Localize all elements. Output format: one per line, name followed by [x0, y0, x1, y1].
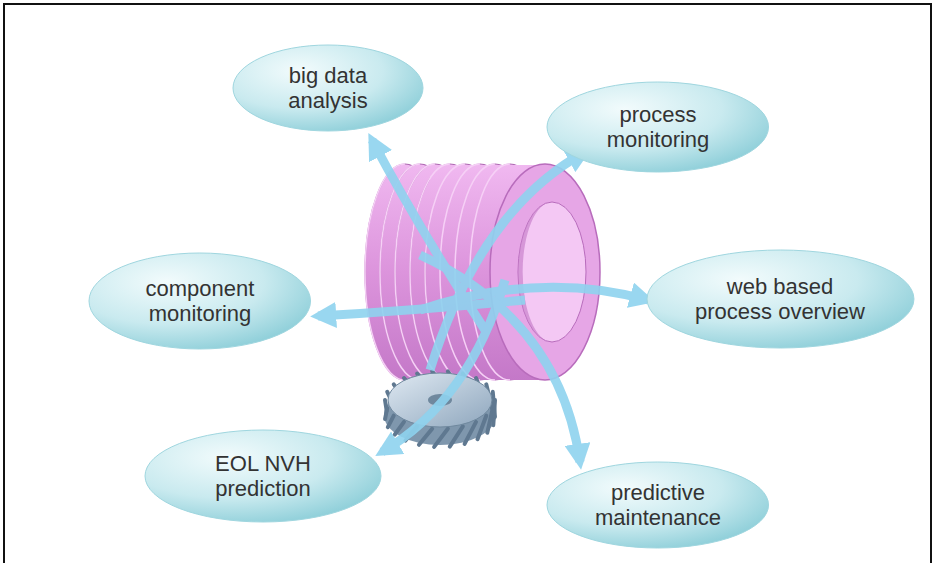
node-label: predictive maintenance [588, 480, 728, 531]
text-holder: component monitoring [89, 253, 311, 349]
ellipse-node: predictive maintenance [547, 462, 769, 548]
node-label: component monitoring [130, 276, 270, 327]
text-holder: big data analysis [233, 45, 423, 131]
ellipse-node: component monitoring [89, 253, 311, 349]
text-holder: process monitoring [547, 82, 769, 172]
node-label: big data analysis [273, 63, 383, 114]
ellipse-node: web based process overview [647, 250, 914, 348]
ellipse-node: EOL NVH prediction [145, 430, 381, 522]
node-label: EOL NVH prediction [203, 451, 323, 502]
ellipse-node: process monitoring [547, 82, 769, 172]
frame [4, 4, 931, 563]
text-holder: predictive maintenance [547, 462, 769, 548]
arrows [318, 140, 648, 462]
ellipse-node: big data analysis [233, 45, 423, 131]
text-holder: web based process overview [647, 250, 914, 348]
node-label: process monitoring [588, 102, 728, 153]
node-label: web based process overview [694, 274, 866, 325]
text-holder: EOL NVH prediction [145, 430, 381, 522]
